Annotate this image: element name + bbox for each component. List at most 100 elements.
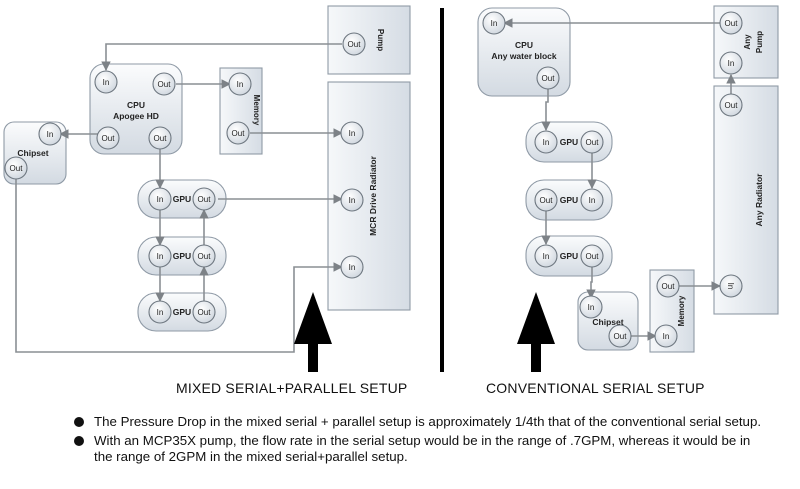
conventional-setup-arrow <box>517 292 555 372</box>
svg-text:Out: Out <box>586 252 600 261</box>
port-gpu2-out: Out <box>192 244 216 268</box>
svg-text:In: In <box>157 252 164 261</box>
r-chipset-label: Chipset <box>592 317 623 327</box>
r-gpu-label-3: GPU <box>560 251 578 261</box>
port-cpu-in: In <box>94 70 118 94</box>
note-text: With an MCP35X pump, the flow rate in th… <box>94 432 751 465</box>
r-cpu-label-line2: Any water block <box>491 51 556 61</box>
r-radiator-box <box>713 85 779 315</box>
r-memory-label: Memory <box>677 295 686 326</box>
svg-text:Out: Out <box>542 74 556 83</box>
r-port-gpu1-out: Out <box>580 130 604 154</box>
svg-text:In: In <box>726 283 735 290</box>
port-cpu-out-left: Out <box>96 126 120 150</box>
memory-label: Memory <box>252 95 261 126</box>
gpu-label-1: GPU <box>173 194 191 204</box>
r-port-cpu-in: In <box>482 11 506 35</box>
port-gpu3-in: In <box>148 300 172 324</box>
r-port-pump-out: Out <box>719 11 743 35</box>
cpu-label-line2: Apogee HD <box>113 111 159 121</box>
r-port-gpu2-in: In <box>580 188 604 212</box>
mixed-setup-caption: MIXED SERIAL+PARALLEL SETUP <box>176 380 408 396</box>
svg-text:In: In <box>543 138 550 147</box>
chipset-label: Chipset <box>17 148 48 158</box>
pipe-chipset-to-radiator <box>15 178 343 353</box>
r-port-radiator-in: In <box>719 274 743 298</box>
svg-text:Out: Out <box>158 80 172 89</box>
r-port-memory-in: In <box>654 324 678 348</box>
svg-text:Out: Out <box>725 101 739 110</box>
port-radiator-in-3: In <box>340 255 364 279</box>
svg-text:In: In <box>349 196 356 205</box>
svg-text:In: In <box>543 252 550 261</box>
r-radiator-label: Any Radiator <box>754 173 764 227</box>
conventional-setup: In Out Out In Out In In Out Out In In Ou… <box>477 5 779 372</box>
svg-text:In: In <box>589 196 596 205</box>
r-pump-label-line1: Any <box>743 34 752 50</box>
r-port-gpu3-in: In <box>534 244 558 268</box>
cpu-label-line1: CPU <box>127 100 145 110</box>
r-port-memory-out: Out <box>656 274 680 298</box>
bullet-icon <box>74 435 84 446</box>
cooling-loop-diagram: Out In Out Out Out In Out In Out In In I… <box>3 5 779 372</box>
svg-text:Out: Out <box>662 282 676 291</box>
note-item: The Pressure Drop in the mixed serial + … <box>74 414 764 431</box>
conventional-setup-caption: CONVENTIONAL SERIAL SETUP <box>486 380 705 396</box>
port-radiator-in-1: In <box>340 121 364 145</box>
svg-text:Out: Out <box>586 138 600 147</box>
svg-text:Out: Out <box>348 40 362 49</box>
port-gpu1-out: Out <box>192 187 216 211</box>
svg-text:In: In <box>588 303 595 312</box>
mixed-setup: Out In Out Out Out In Out In Out In In I… <box>3 5 411 372</box>
port-chipset-in: In <box>38 122 62 146</box>
svg-text:Out: Out <box>154 134 168 143</box>
svg-text:Out: Out <box>614 332 628 341</box>
radiator-label: MCR Drive Radiator <box>368 155 378 236</box>
port-pump-out: Out <box>342 32 366 56</box>
svg-text:In: In <box>728 59 735 68</box>
svg-text:In: In <box>349 129 356 138</box>
svg-text:Out: Out <box>198 252 212 261</box>
svg-text:In: In <box>491 19 498 28</box>
gpu-label-3: GPU <box>173 307 191 317</box>
pump-label: Pump <box>376 29 385 51</box>
svg-text:Out: Out <box>198 195 212 204</box>
mixed-setup-arrow <box>294 292 332 372</box>
svg-text:Out: Out <box>198 308 212 317</box>
r-cpu-label-line1: CPU <box>515 40 533 50</box>
r-port-gpu3-out: Out <box>580 244 604 268</box>
svg-text:Out: Out <box>10 164 24 173</box>
r-port-chipset-in: In <box>579 295 603 319</box>
gpu-label-2: GPU <box>173 251 191 261</box>
svg-text:Out: Out <box>540 196 554 205</box>
r-port-gpu1-in: In <box>534 130 558 154</box>
pipe-pump-to-cpu <box>101 43 342 71</box>
port-gpu3-out: Out <box>192 300 216 324</box>
r-pump-label-line2: Pump <box>755 31 764 53</box>
note-text: The Pressure Drop in the mixed serial + … <box>94 414 762 429</box>
svg-text:In: In <box>157 195 164 204</box>
notes-list: The Pressure Drop in the mixed serial + … <box>74 414 764 468</box>
port-radiator-in-2: In <box>340 188 364 212</box>
r-pipe-gpu3-to-chipset <box>586 266 596 299</box>
r-port-cpu-out: Out <box>536 66 560 90</box>
r-port-pump-in: In <box>719 51 743 75</box>
bullet-icon <box>74 417 84 427</box>
note-item: With an MCP35X pump, the flow rate in th… <box>74 433 764 466</box>
port-cpu-out-top: Out <box>152 72 176 96</box>
svg-text:In: In <box>47 130 54 139</box>
port-memory-out: Out <box>226 121 250 145</box>
pump-box <box>327 5 411 75</box>
center-divider <box>440 8 444 372</box>
svg-text:Out: Out <box>725 19 739 28</box>
svg-text:Out: Out <box>232 129 246 138</box>
r-port-radiator-out: Out <box>719 93 743 117</box>
port-memory-in: In <box>228 72 252 96</box>
r-pipe-cpu-to-gpu1 <box>541 88 551 131</box>
svg-text:In: In <box>663 332 670 341</box>
port-gpu2-in: In <box>148 244 172 268</box>
svg-text:In: In <box>349 263 356 272</box>
svg-text:Out: Out <box>102 134 116 143</box>
port-gpu1-in: In <box>148 187 172 211</box>
r-port-chipset-out: Out <box>608 324 632 348</box>
